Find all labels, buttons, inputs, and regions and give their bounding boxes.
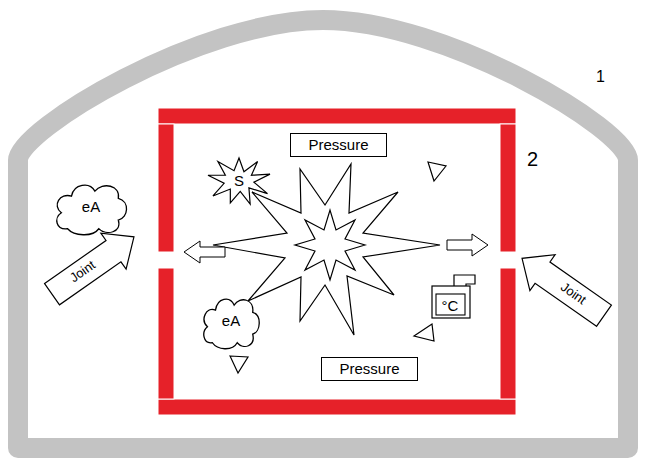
spark-burst: S: [208, 158, 270, 204]
node-label: Pressure: [308, 136, 368, 153]
callout-number: 1: [596, 68, 605, 86]
node-label: S: [234, 172, 244, 189]
outer-enclosure: [18, 20, 628, 448]
temperature-symbol: °C: [430, 272, 478, 320]
outflow-arrow: [447, 234, 488, 256]
gas-cloud: eA: [52, 178, 130, 236]
node-label: Pressure: [339, 360, 399, 377]
node-label: eA: [222, 312, 240, 329]
pressure-box: Pressure: [290, 133, 387, 157]
node-label: eA: [82, 198, 100, 215]
joint-arrow: Joint: [38, 218, 148, 313]
outflow-arrow: [184, 241, 225, 263]
callout-number: 2: [527, 148, 538, 171]
debris: [230, 162, 446, 373]
chamber-wall: [158, 108, 516, 415]
gas-cloud: eA: [200, 292, 262, 350]
explosion-core: [295, 210, 365, 280]
pressure-box: Pressure: [321, 357, 418, 381]
unit-label: °C: [442, 297, 459, 314]
joint-arrow: Joint: [508, 242, 618, 332]
